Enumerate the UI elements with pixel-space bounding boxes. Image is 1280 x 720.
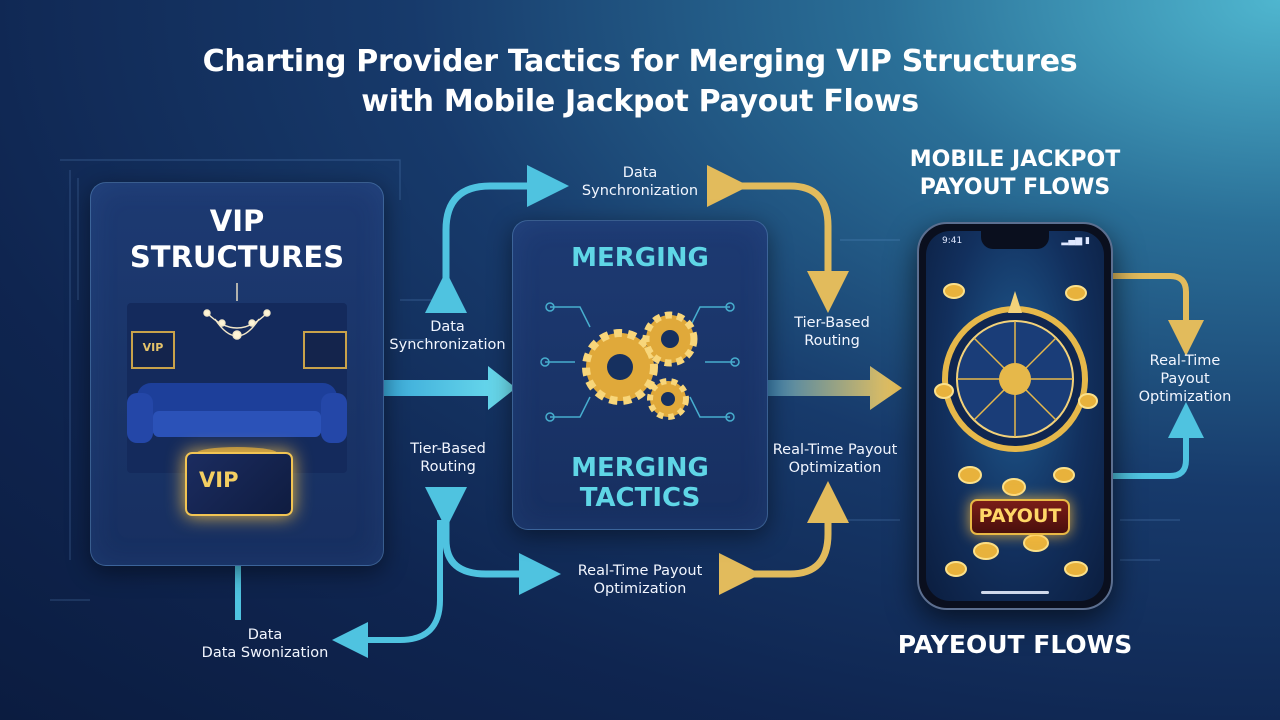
label-left-data-sync-line-1: Data	[430, 319, 465, 335]
label-bottom-realtime-opt: Real-Time Payout Optimization	[560, 562, 720, 598]
merging-tactics-line-1: MERGING	[571, 453, 709, 483]
vip-wall-sign: VIP	[131, 331, 175, 369]
label-bottom-rt-line-2: Optimization	[593, 581, 687, 597]
payout-flows-label: PAYEOUT FLOWS	[897, 630, 1133, 659]
arrow-bottom-left-data	[235, 520, 443, 640]
label-bottom-left-line-1: Data	[247, 627, 283, 643]
vip-card-label: VIP	[199, 468, 239, 492]
label-bottom-left-data: Data Data Swonization	[180, 626, 350, 662]
status-time: 9:41	[942, 236, 963, 246]
chandelier-icon	[203, 283, 271, 340]
sofa-icon	[127, 383, 347, 443]
phone-mockup: 9:41 ▂▄▆ ▮ PAYOUT	[917, 222, 1113, 610]
label-left-tier-routing: Tier-Based Routing	[388, 440, 508, 476]
page-title: Charting Provider Tactics for Merging VI…	[0, 42, 1280, 122]
circuit-lines	[50, 159, 1180, 601]
roulette-wheel-icon	[942, 291, 1088, 452]
mobile-title-line-2: PAYOUT FLOWS	[919, 175, 1111, 200]
label-bottom-left-line-2: Data Swonization	[201, 645, 329, 661]
wall-frame	[303, 331, 347, 369]
label-right-tier-line-2: Routing	[804, 333, 860, 349]
payout-badge: PAYOUT	[970, 499, 1070, 535]
label-far-right-line-3: Optimization	[1138, 389, 1232, 405]
label-right-tier-routing: Tier-Based Routing	[772, 314, 892, 350]
label-top-data-sync: Data Synchronization	[560, 164, 720, 200]
label-left-tier-line-1: Tier-Based	[410, 441, 486, 457]
vip-panel-title: VIP STRUCTURES	[91, 203, 383, 275]
label-right-realtime-opt: Real-Time Payout Optimization	[760, 441, 910, 477]
arrow-top-right-tier	[707, 165, 849, 313]
label-top-data-sync-line-2: Synchronization	[581, 183, 699, 199]
arrow-bottom-right-rt	[719, 481, 849, 595]
label-left-tier-line-2: Routing	[420, 459, 476, 475]
label-left-data-sync-line-2: Synchronization	[389, 337, 506, 353]
label-top-data-sync-line-1: Data	[622, 165, 658, 181]
gears-circuit-illustration	[540, 302, 740, 422]
label-far-right-line-1: Real-Time	[1149, 353, 1221, 369]
phone-screen: 9:41 ▂▄▆ ▮ PAYOUT	[926, 231, 1104, 601]
label-left-data-sync: Data Synchronization	[380, 318, 515, 354]
main-arrow-left	[382, 366, 516, 410]
merging-tactics-title: MERGING TACTICS	[513, 453, 767, 513]
vip-card: VIP	[185, 452, 293, 516]
label-right-tier-line-1: Tier-Based	[794, 315, 870, 331]
main-arrow-right	[766, 366, 902, 410]
title-line-1: Charting Provider Tactics for Merging VI…	[202, 44, 1078, 79]
vip-title-line-2: STRUCTURES	[129, 240, 345, 274]
jackpot-illustration	[934, 283, 1098, 577]
arrow-bottom-left-tier	[425, 487, 561, 595]
title-line-2: with Mobile Jackpot Payout Flows	[361, 84, 919, 119]
merging-tactics-line-2: TACTICS	[579, 483, 701, 513]
gear-icon	[647, 378, 689, 420]
label-far-right-realtime-opt: Real-Time Payout Optimization	[1130, 352, 1240, 406]
mobile-jackpot-title: MOBILE JACKPOT PAYOUT FLOWS	[880, 146, 1150, 202]
arrow-phone-bottom	[1112, 402, 1204, 479]
arrow-phone-top	[1112, 273, 1204, 356]
label-right-rt-line-2: Optimization	[788, 460, 882, 476]
merging-tactics-panel: MERGING MERGING TACTICS	[512, 220, 768, 530]
label-far-right-line-2: Payout	[1160, 371, 1210, 387]
signal-wifi-battery-icon: ▂▄▆ ▮	[1061, 236, 1090, 246]
phone-notch	[981, 231, 1049, 249]
vip-lounge-illustration	[127, 283, 347, 473]
vip-title-line-1: VIP	[209, 204, 265, 238]
mobile-title-line-1: MOBILE JACKPOT	[909, 147, 1121, 172]
gear-icon	[582, 329, 658, 405]
gear-icon	[642, 311, 698, 367]
arrow-top-left-sync	[425, 165, 569, 313]
home-indicator	[981, 591, 1049, 594]
merging-title: MERGING	[571, 243, 709, 273]
label-right-rt-line-1: Real-Time Payout	[772, 442, 898, 458]
label-bottom-rt-line-1: Real-Time Payout	[577, 563, 703, 579]
gold-coin-icon	[934, 283, 1098, 577]
